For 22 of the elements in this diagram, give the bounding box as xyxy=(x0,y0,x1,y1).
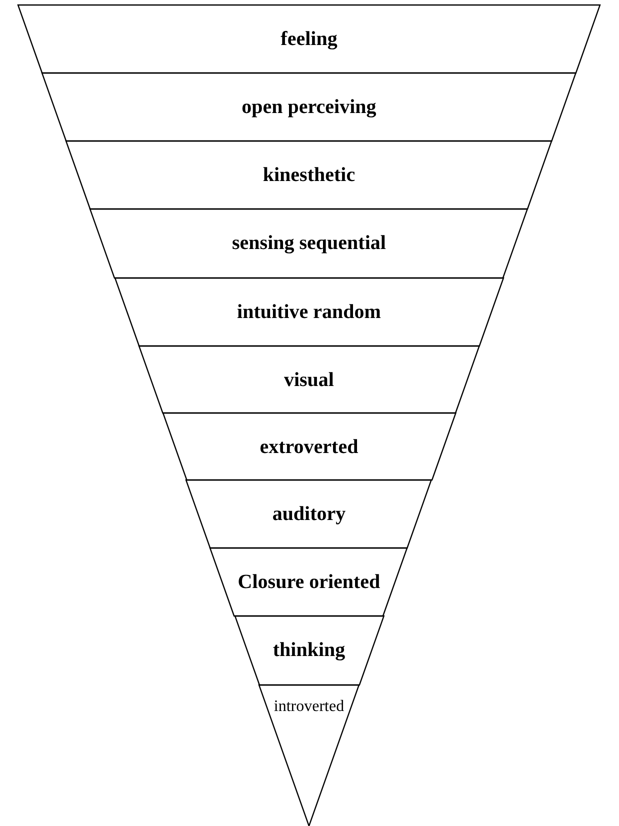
funnel-band xyxy=(234,616,384,685)
band-label: intuitive random xyxy=(237,300,381,324)
funnel-band xyxy=(18,5,600,73)
funnel-band xyxy=(210,548,408,616)
funnel-band xyxy=(186,480,432,548)
band-label: kinesthetic xyxy=(262,163,356,187)
band-label: thinking xyxy=(272,638,346,662)
band-label: auditory xyxy=(272,502,346,526)
funnel-band xyxy=(114,278,504,346)
band-label: feeling xyxy=(280,27,338,51)
band-label: Closure oriented xyxy=(238,570,380,594)
band-label: visual xyxy=(284,368,334,392)
band-label: introverted xyxy=(274,697,344,717)
funnel-band xyxy=(162,413,456,480)
band-label: extroverted xyxy=(260,435,358,459)
funnel-band xyxy=(259,685,359,826)
band-label: sensing sequential xyxy=(232,231,386,255)
funnel-band xyxy=(42,73,576,141)
band-label: open perceiving xyxy=(242,95,376,119)
funnel-band xyxy=(138,346,480,413)
funnel-band xyxy=(90,209,528,278)
funnel-band xyxy=(66,141,552,209)
